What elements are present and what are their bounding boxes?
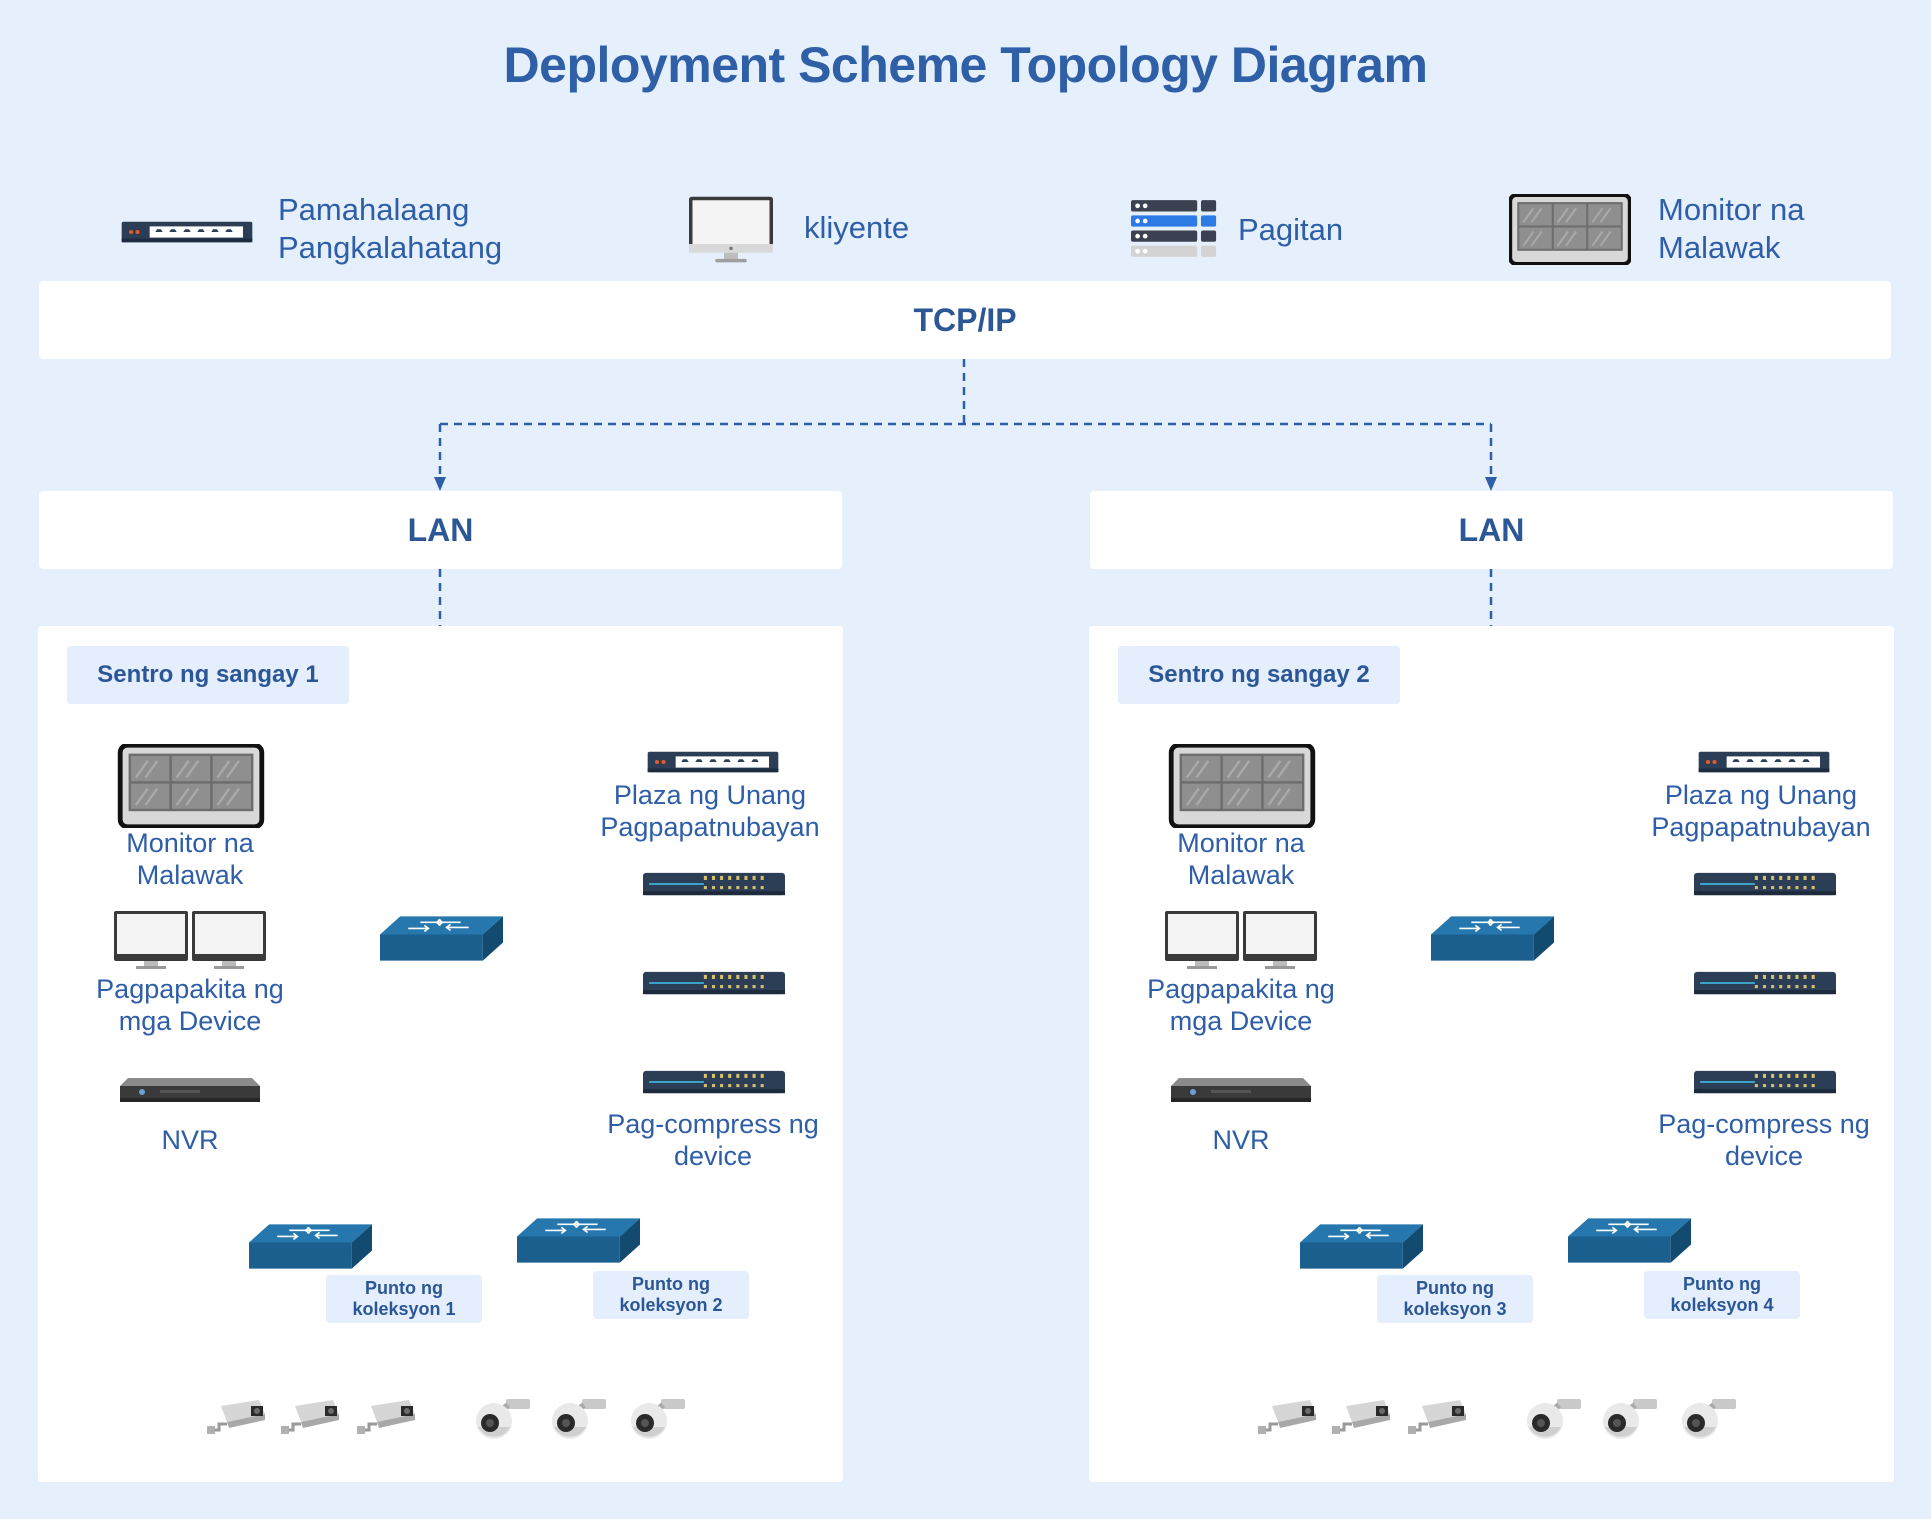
branch-2-compress-label: Pag-compress ng device (1658, 1109, 1870, 1171)
branch-2-core-switch-icon (1431, 916, 1554, 961)
branch-1-core-switch-icon (380, 916, 503, 961)
branch-1-compress-label: Pag-compress ng device (607, 1109, 819, 1171)
legend-label-1: Pamahalaang Pangkalahatang (278, 192, 503, 265)
branch-1-point-2-label: Punto ng koleksyon 2 (593, 1271, 749, 1319)
branch-1-dome-camera-icon-1 (476, 1399, 530, 1439)
branch-1-access-switch-1-icon (249, 1224, 372, 1269)
branch-1-plaza-label: Plaza ng Unang Pagpapatnubayan (600, 780, 820, 842)
legend-label-3: Pagitan (1238, 212, 1344, 247)
legend-monitor-icon (689, 196, 773, 263)
branch-2-nvr-label: NVR (1212, 1125, 1270, 1155)
branch-1-encoder-1-icon (643, 872, 785, 896)
legend-video-wall-icon (1509, 194, 1631, 265)
branch-1-nvr-icon (120, 1078, 260, 1102)
branch-1-encoder-2-icon (643, 971, 785, 995)
branch-2-encoder-2-icon (1694, 971, 1836, 995)
branch-2-access-switch-2-icon (1568, 1218, 1691, 1263)
legend-server-rack-icon (1131, 200, 1217, 257)
branch-1-bullet-camera-icon-3 (357, 1400, 415, 1434)
branch-1-point-1-label: Punto ng koleksyon 1 (326, 1275, 482, 1323)
page-title: Deployment Scheme Topology Diagram (503, 37, 1428, 93)
branch-2-bullet-camera-icon-3 (1408, 1400, 1466, 1434)
branch-1-bullet-camera-icon-2 (281, 1400, 339, 1434)
branch-2-encoder-1-icon (1694, 872, 1836, 896)
branch-1-video-wall-icon (117, 744, 265, 828)
branch-1-dome-camera-icon-2 (552, 1399, 606, 1439)
branch-1-lan-bar: LAN (39, 491, 842, 569)
branch-2-dome-camera-icon-1 (1527, 1399, 1581, 1439)
branch-1-video-wall-label: Monitor na Malawak (126, 828, 254, 890)
branch-2-plaza-switch-icon (1698, 751, 1830, 773)
branch-1-display-label: Pagpapakita ng mga Device (96, 974, 284, 1036)
tcpip-bar: TCP/IP (39, 281, 1891, 359)
branch-2-encoder-3-icon (1694, 1070, 1836, 1094)
lan-1-arrow (434, 477, 446, 491)
branch-1-title: Sentro ng sangay 1 (67, 646, 349, 704)
branch-1-encoder-3-icon (643, 1070, 785, 1094)
branch-2-point-1-label: Punto ng koleksyon 3 (1377, 1275, 1533, 1323)
branch-2-point-2-label: Punto ng koleksyon 4 (1644, 1271, 1800, 1319)
branch-2-access-switch-1-icon (1300, 1224, 1423, 1269)
branch-1-dome-camera-icon-3 (631, 1399, 685, 1439)
legend-switch-icon (121, 221, 253, 243)
branch-2-bullet-camera-icon-1 (1258, 1400, 1316, 1434)
branch-2-display-label: Pagpapakita ng mga Device (1147, 974, 1335, 1036)
branch-2-title: Sentro ng sangay 2 (1118, 646, 1400, 704)
branch-2-lan-bar: LAN (1090, 491, 1893, 569)
branch-1-plaza-switch-icon (647, 751, 779, 773)
branch-2-display-icon (1165, 911, 1317, 969)
branch-2-dome-camera-icon-2 (1603, 1399, 1657, 1439)
branch-2-dome-camera-icon-3 (1682, 1399, 1736, 1439)
branch-2-nvr-icon (1171, 1078, 1311, 1102)
branch-1-bullet-camera-icon-1 (207, 1400, 265, 1434)
branch-1-access-switch-2-icon (517, 1218, 640, 1263)
legend-label-2: kliyente (804, 210, 910, 245)
branch-1-nvr-label: NVR (161, 1125, 219, 1155)
branch-2-video-wall-label: Monitor na Malawak (1177, 828, 1305, 890)
branch-1-display-icon (114, 911, 266, 969)
branch-2-bullet-camera-icon-2 (1332, 1400, 1390, 1434)
lan-2-arrow (1485, 477, 1497, 491)
legend-label-4: Monitor na Malawak (1658, 192, 1805, 265)
branch-2-video-wall-icon (1168, 744, 1316, 828)
branch-2-plaza-label: Plaza ng Unang Pagpapatnubayan (1651, 780, 1871, 842)
